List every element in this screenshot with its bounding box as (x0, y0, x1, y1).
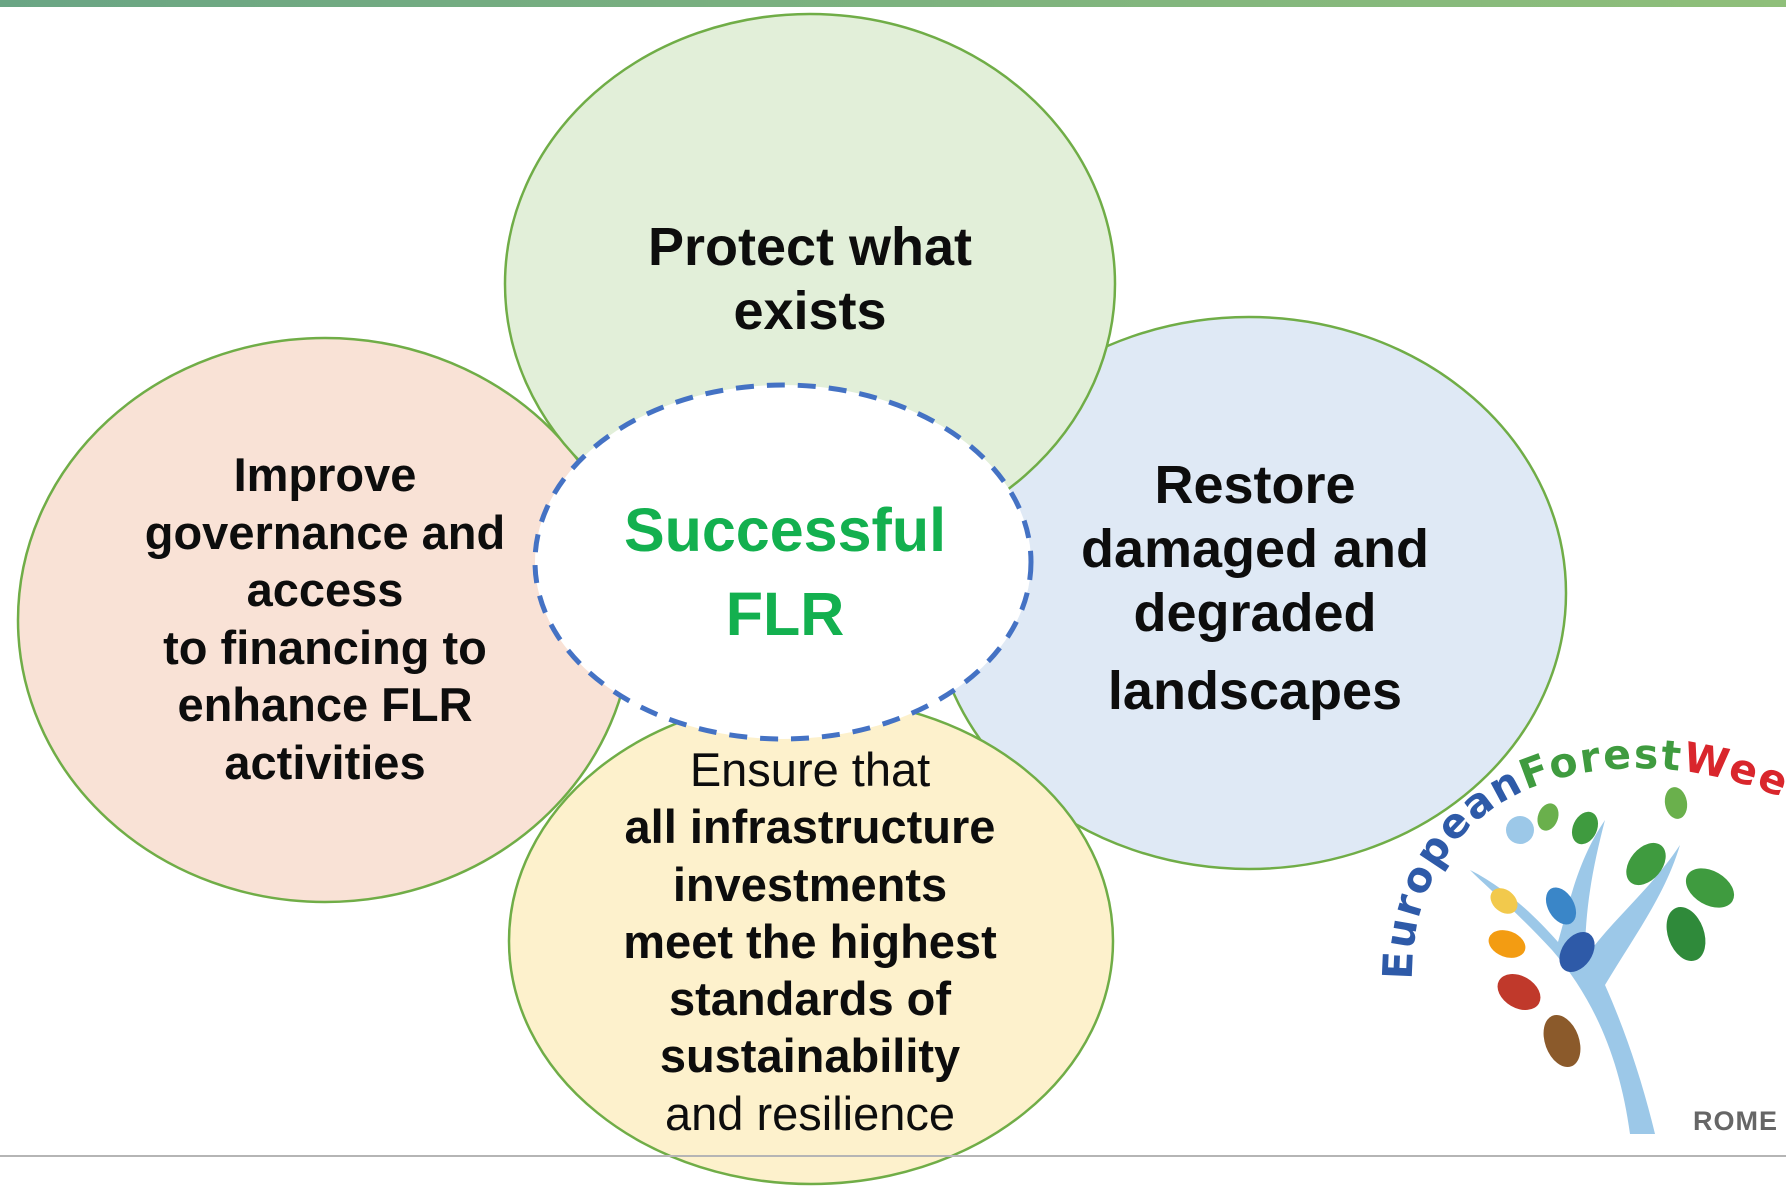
left-bubble-line: activities (224, 735, 426, 789)
logo-leaves (1488, 787, 1735, 1068)
leaf-icon (1626, 842, 1666, 886)
bottom-bubble-line: Ensure that (689, 743, 931, 796)
leaf-icon (1490, 888, 1518, 914)
left-bubble-line: Improve (233, 448, 417, 501)
leaf-icon (1545, 887, 1577, 925)
top-bubble-label: Protect what exists (560, 215, 1060, 343)
logo-caption: ROME 2 (1693, 1106, 1786, 1136)
bottom-bubble-line: all infrastructure (624, 800, 996, 854)
bottom-bubble-line: sustainability (659, 1029, 961, 1083)
bottom-bubble-line: investments (672, 857, 948, 911)
center-ellipse (532, 382, 1034, 742)
bottom-bubble-line: and resilience (664, 1086, 955, 1140)
right-bubble-label: Restore damaged and degraded landscapes (1020, 453, 1490, 723)
right-bubble-line: damaged and (1080, 519, 1430, 579)
left-bubble-line: governance and (144, 505, 506, 559)
center-line: Successful (623, 496, 947, 564)
center-line: FLR (725, 580, 845, 648)
leaf-icon (1488, 930, 1526, 958)
left-bubble-label: Improve governance and access to financi… (90, 446, 560, 791)
left-bubble-line: enhance FLR (177, 678, 473, 731)
top-bubble-line: exists (733, 281, 887, 341)
bottom-divider (0, 1155, 1786, 1157)
leaf-icon (1685, 868, 1735, 908)
logo-word-forest: Forest (1513, 730, 1686, 799)
leaf-icon (1571, 811, 1599, 845)
leaf-icon (1543, 1014, 1581, 1068)
leaf-icon (1664, 787, 1688, 819)
logo-tree-trunk (1470, 820, 1680, 1134)
leaf-icon (1537, 803, 1559, 831)
leaf-icon (1559, 932, 1595, 972)
logo-figure-head (1506, 816, 1534, 844)
top-bubble-line: Protect what (647, 217, 973, 277)
left-bubble-line: to financing to (163, 620, 487, 674)
center-label: Successful FLR (580, 488, 990, 656)
top-accent-bar (0, 0, 1786, 7)
leaf-icon (1497, 973, 1541, 1011)
right-bubble-line: landscapes (1107, 661, 1403, 721)
leaf-icon (1666, 906, 1706, 962)
bottom-bubble-line: meet the highest (623, 914, 997, 968)
bottom-bubble-label: Ensure that all infrastructure investmen… (560, 741, 1060, 1142)
bottom-bubble-line: standards of (668, 972, 952, 1026)
left-bubble-line: access (246, 563, 404, 616)
european-forest-week-logo: EuropeanForestWeek (1380, 720, 1786, 1134)
right-bubble-line: Restore (1154, 455, 1356, 515)
right-bubble-line: degraded (1133, 583, 1377, 643)
